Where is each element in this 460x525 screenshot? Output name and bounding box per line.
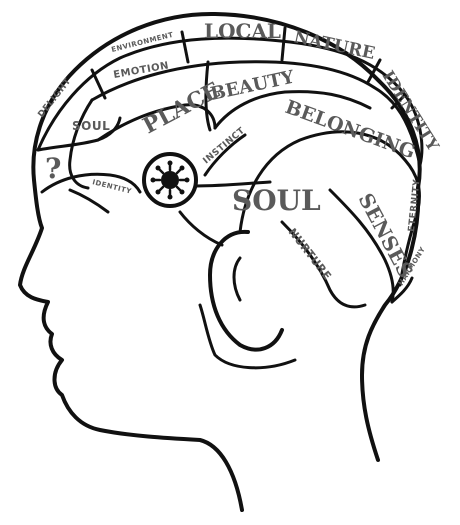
band-divider-5 xyxy=(390,93,407,110)
outer-band-line xyxy=(36,36,424,167)
band-divider-3 xyxy=(280,26,287,62)
label-question: ? xyxy=(45,152,61,185)
label-soul-small: SOUL xyxy=(72,119,110,133)
brow-line xyxy=(40,172,142,194)
temple-line-2 xyxy=(178,210,224,247)
inner-band-line xyxy=(90,60,422,167)
jaw-line xyxy=(198,303,297,370)
head-outline xyxy=(18,11,422,512)
neck-back-outline xyxy=(360,186,421,462)
ear-outline xyxy=(208,229,284,352)
band-divider-2 xyxy=(180,30,190,64)
temple-line xyxy=(194,180,272,188)
center-circle xyxy=(142,152,198,208)
instinct-divider xyxy=(204,60,212,132)
band-divider-4 xyxy=(366,58,382,84)
beauty-region-line xyxy=(213,90,372,130)
eye-line xyxy=(68,188,110,214)
label-nurture: NURTURE xyxy=(286,226,334,283)
nurture-line xyxy=(280,220,367,309)
place-region-line xyxy=(96,103,217,142)
senses-line xyxy=(328,188,395,304)
ear-inner xyxy=(232,256,242,302)
label-instinct: INSTINCT xyxy=(202,126,248,167)
instinct-line xyxy=(203,133,247,177)
label-nature: NATURE xyxy=(292,27,377,64)
eternity-line xyxy=(398,208,420,287)
virus-icon xyxy=(150,160,190,200)
left-partition xyxy=(68,98,94,190)
soul-arc xyxy=(238,130,421,234)
label-local: LOCAL xyxy=(204,19,281,43)
harmony-line xyxy=(390,276,414,304)
band-divider-1 xyxy=(90,68,107,100)
label-soul-big: SOUL xyxy=(232,184,321,217)
